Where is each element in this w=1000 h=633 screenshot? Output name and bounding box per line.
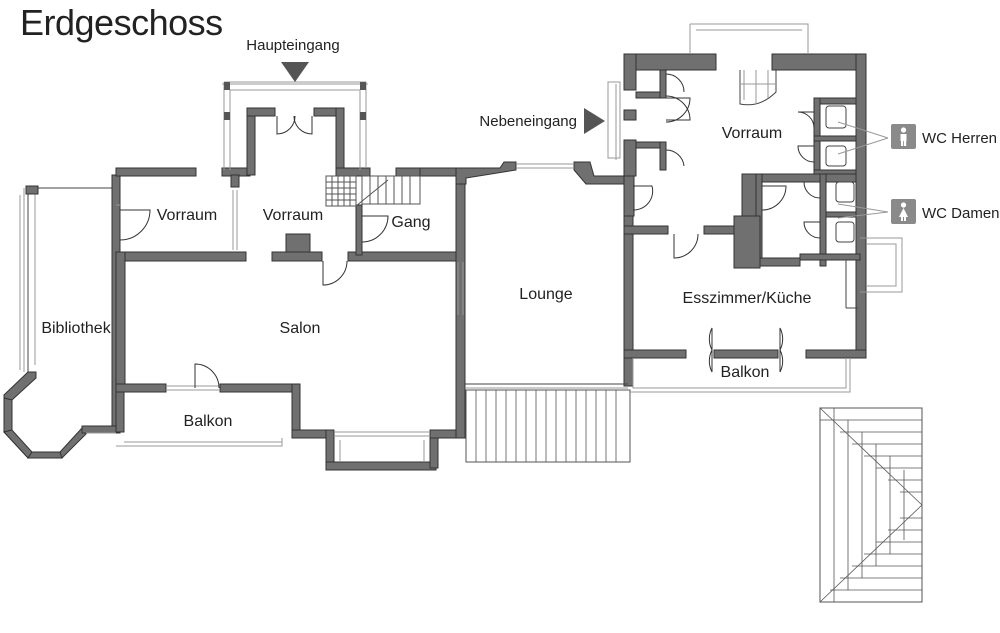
side-entrance-label: Nebeneingang	[479, 113, 577, 130]
right-wing-walls	[607, 23, 903, 393]
room-label-balkon-right: Balkon	[721, 364, 770, 381]
upper-left-walls	[115, 81, 465, 286]
room-label-balkon-left: Balkon	[184, 413, 233, 430]
room-label-gang: Gang	[391, 214, 430, 231]
wc-women-label: WC Damen	[922, 205, 1000, 222]
wc-legend: WC Herren WC Damen	[837, 121, 1000, 224]
room-label-vorraum-left: Vorraum	[157, 207, 217, 224]
main-entrance-arrow-icon	[281, 62, 309, 82]
wc-men-label: WC Herren	[922, 130, 997, 147]
room-label-vorraum-center: Vorraum	[263, 207, 323, 224]
room-label-bibliothek: Bibliothek	[41, 320, 111, 337]
room-label-lounge: Lounge	[519, 286, 572, 303]
lounge-deck	[465, 389, 631, 463]
lounge-walls	[455, 161, 634, 389]
main-entrance-label: Haupteingang	[246, 37, 339, 54]
room-label-vorraum-right: Vorraum	[722, 125, 782, 142]
side-entrance-arrow-icon	[584, 108, 605, 134]
room-label-salon: Salon	[280, 320, 321, 337]
plan-title: Erdgeschoss	[20, 2, 223, 43]
outdoor-stairs	[819, 407, 923, 603]
salon-walls	[115, 169, 466, 471]
bibliothek-walls	[3, 174, 121, 459]
room-label-esszimmer: Esszimmer/Küche	[683, 290, 812, 307]
